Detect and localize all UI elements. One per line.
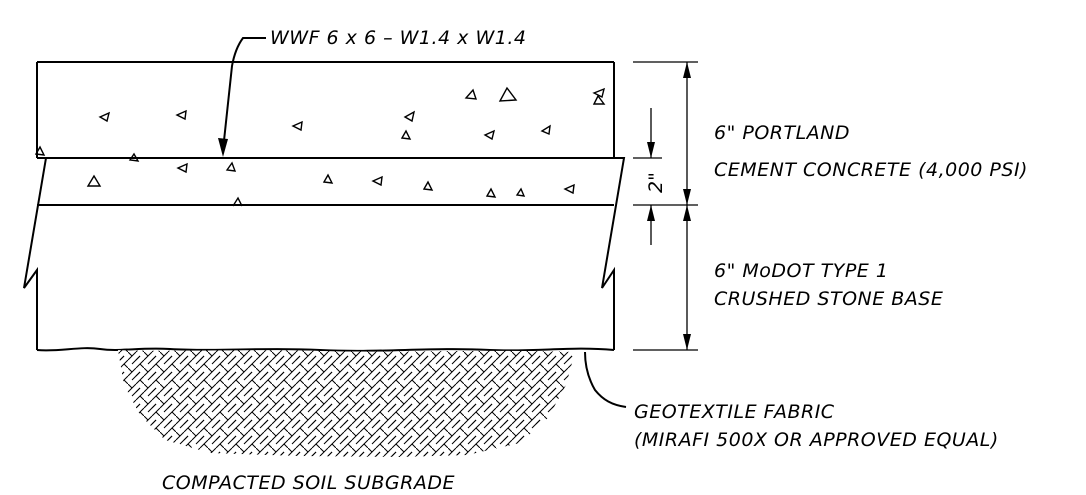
- base-label-line2: CRUSHED STONE BASE: [714, 288, 943, 310]
- base-label-line1: 6" MoDOT TYPE 1: [714, 260, 888, 282]
- pavement-section: [23, 61, 626, 352]
- geotextile-label-line2: (MIRAFI 500X OR APPROVED EQUAL): [634, 429, 999, 451]
- dim-arrow-mesh-lower: [647, 205, 655, 221]
- text-labels: WWF 6 x 6 – W1.4 x W1.4 6" PORTLAND CEME…: [162, 27, 1028, 494]
- compacted-soil-hatch: [118, 350, 575, 457]
- wwf-leader-line: [222, 37, 266, 151]
- dim-arrow-concrete-bottom: [683, 189, 691, 205]
- concrete-label-line1: 6" PORTLAND: [714, 122, 850, 144]
- dim-arrow-mesh-upper: [647, 142, 655, 158]
- left-break-line: [23, 157, 48, 350]
- dim-arrow-concrete-top: [683, 62, 691, 78]
- wwf-label: WWF 6 x 6 – W1.4 x W1.4: [270, 27, 526, 49]
- dim-arrow-base-top: [683, 205, 691, 221]
- right-break-line: [601, 157, 626, 350]
- wwf-leader-arrowhead: [218, 138, 228, 157]
- base-bottom-edge: [36, 347, 615, 352]
- dimensions: 2": [633, 61, 698, 351]
- aggregate-symbols: [34, 86, 606, 207]
- geotextile-label-line1: GEOTEXTILE FABRIC: [634, 401, 835, 423]
- dim-arrow-base-bottom: [683, 334, 691, 350]
- concrete-label-line2: CEMENT CONCRETE (4,000 PSI): [714, 159, 1028, 181]
- geotextile-leader-line: [584, 351, 627, 408]
- subgrade-label: COMPACTED SOIL SUBGRADE: [162, 472, 455, 494]
- leaders: [218, 37, 627, 408]
- dim-label-2in: 2": [645, 172, 667, 193]
